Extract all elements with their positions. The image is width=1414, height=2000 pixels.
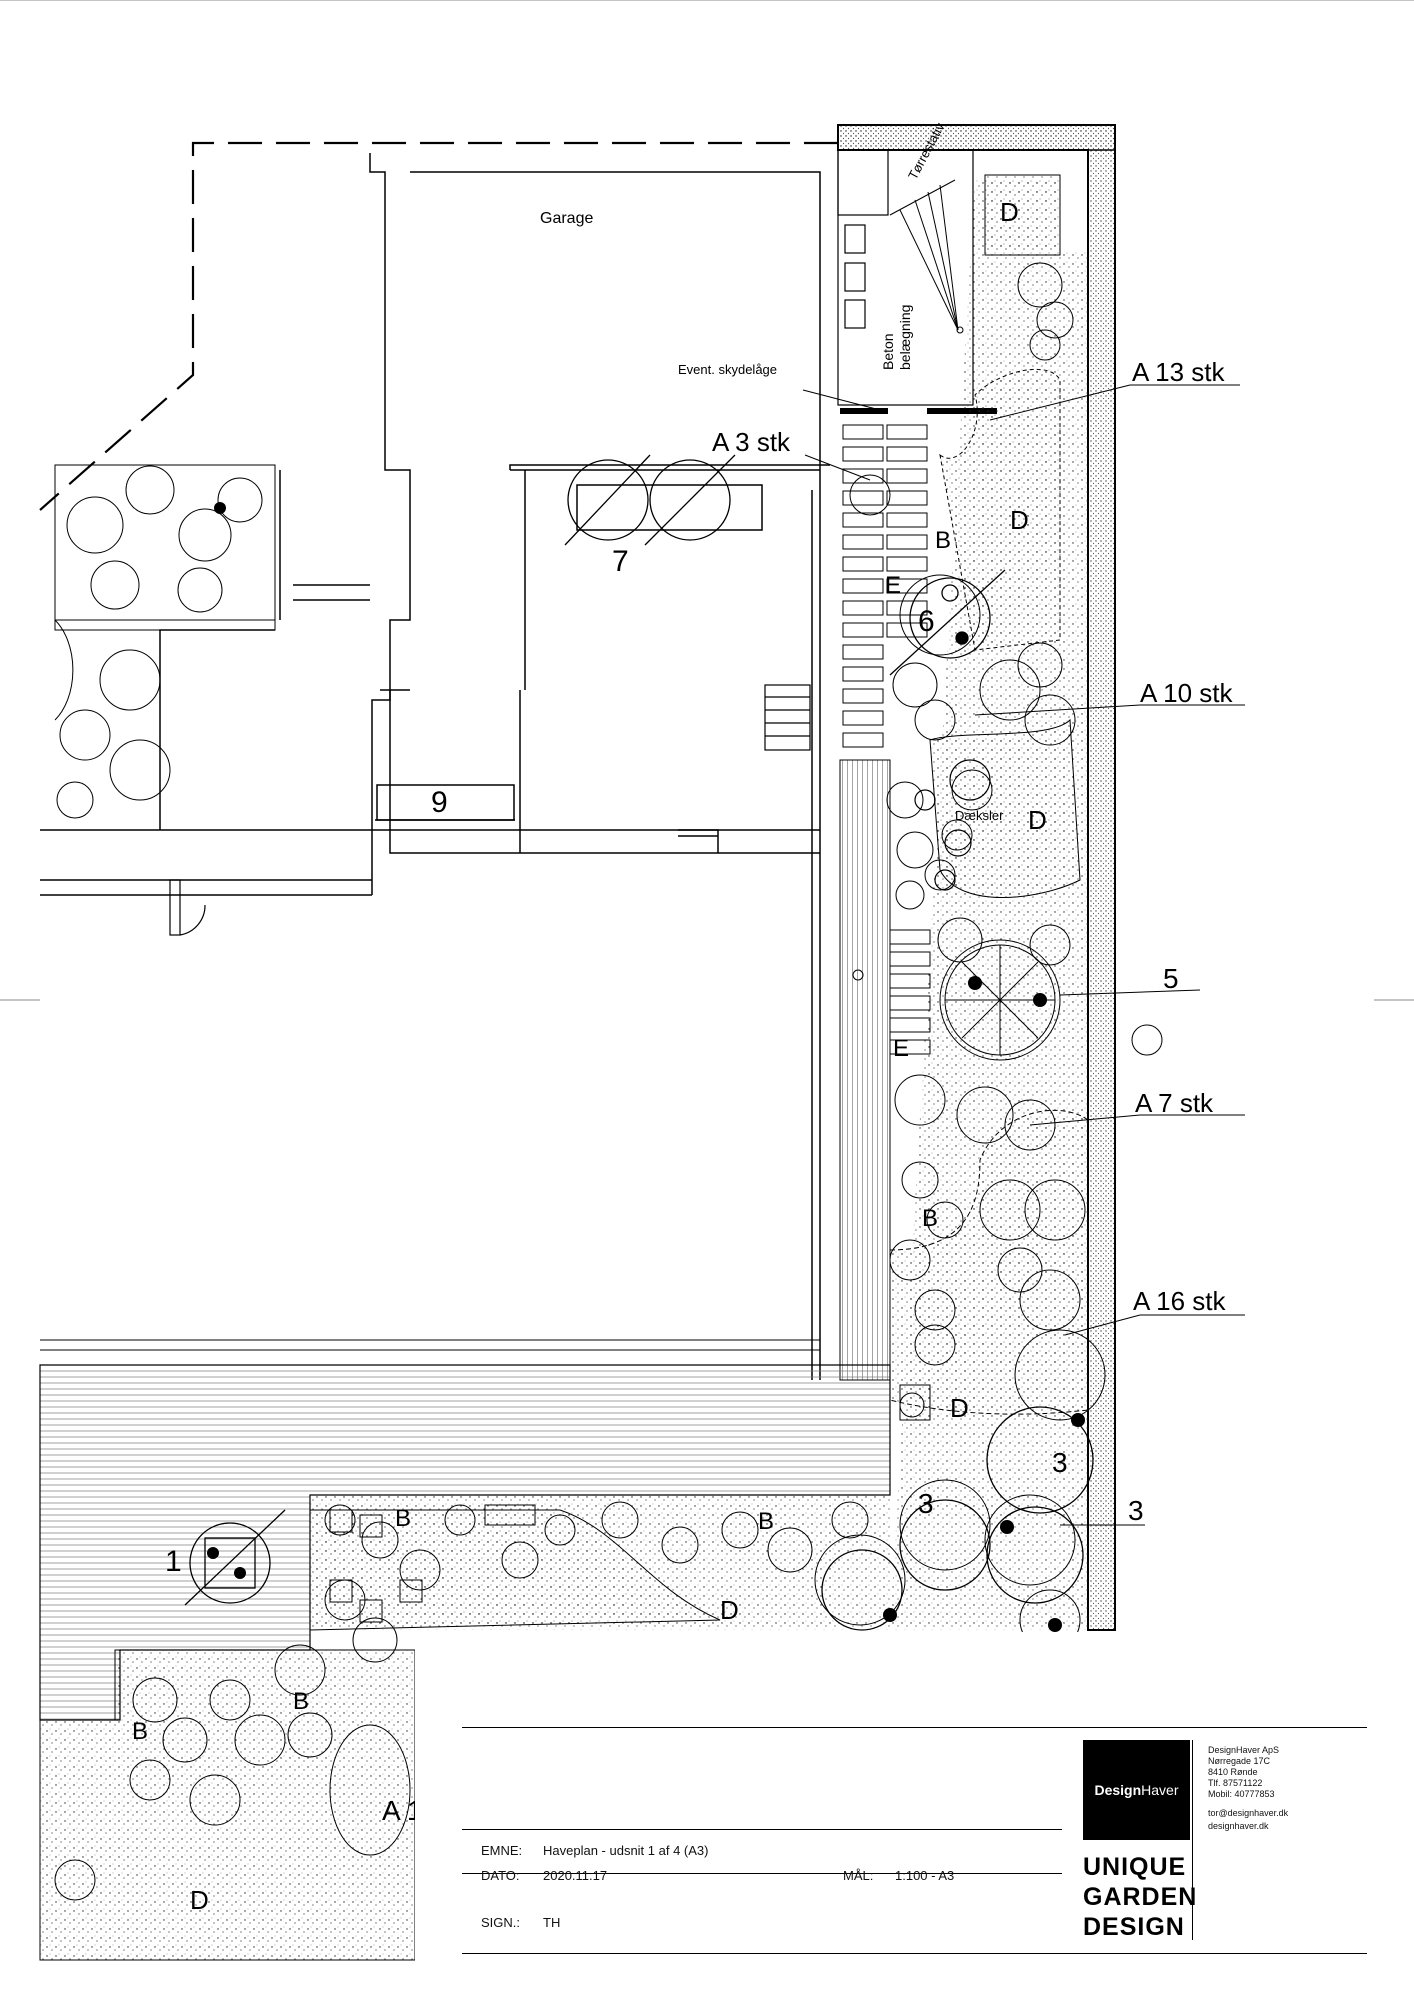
- callout-a-13: A 13 stk: [1132, 357, 1225, 387]
- shrub-cluster-left: [54, 465, 263, 819]
- callout-3-c: 3: [918, 1488, 934, 1519]
- emne-value: Haveplan - udsnit 1 af 4 (A3): [543, 1843, 709, 1858]
- garage-label: Garage: [540, 210, 594, 227]
- planter-9: [376, 784, 515, 821]
- callout-a-10: A 10 stk: [1140, 678, 1233, 708]
- callout-3-a: 3: [1052, 1447, 1068, 1478]
- tree-1: [184, 1509, 286, 1606]
- motto-line: UNIQUE: [1083, 1853, 1187, 1881]
- drying-rack: [889, 179, 964, 334]
- planter-7: [576, 484, 763, 531]
- address-line: Mobil: 40777853: [1208, 1789, 1275, 1799]
- dato-value: 2020.11.17: [543, 1868, 608, 1883]
- address-line: 8410 Rønde: [1208, 1767, 1258, 1777]
- number-7: 7: [612, 545, 629, 578]
- zone-e: E: [885, 572, 902, 599]
- company-web[interactable]: designhaver.dk: [1208, 1821, 1269, 1831]
- company-email[interactable]: tor@designhaver.dk: [1208, 1808, 1289, 1818]
- zone-b: B: [935, 527, 952, 554]
- sign-value: TH: [543, 1915, 561, 1930]
- title-block-rule: [462, 1873, 1062, 1874]
- title-block-rule: [462, 1727, 1367, 1728]
- zone-b: B: [922, 1205, 939, 1232]
- property-boundary: [39, 141, 838, 511]
- number-6: 6: [918, 605, 935, 638]
- address-line: DesignHaver ApS: [1208, 1745, 1280, 1755]
- door: [169, 879, 206, 936]
- zone-b: B: [395, 1505, 412, 1532]
- title-block-rule: [462, 1953, 1367, 1954]
- planting-beds: [39, 174, 1089, 1961]
- zone-d: D: [720, 1595, 739, 1625]
- sliding-gate-left: [840, 408, 888, 414]
- number-9: 9: [431, 786, 448, 819]
- callout-5: 5: [1163, 963, 1179, 994]
- maal-value: 1:100 - A3: [895, 1868, 955, 1883]
- zone-b: B: [758, 1508, 775, 1535]
- dato-label: DATO:: [481, 1868, 520, 1883]
- zone-e: E: [893, 1035, 910, 1062]
- concrete-label-line1: Beton: [880, 333, 896, 370]
- side-deck: [839, 759, 891, 1381]
- sign-label: SIGN.:: [481, 1915, 521, 1930]
- address-line: Nørregade 17C: [1208, 1756, 1271, 1766]
- covers: [914, 759, 991, 891]
- zone-d: D: [1000, 197, 1019, 227]
- title-block-rule: [462, 1829, 1062, 1830]
- address-line: Tlf. 87571122: [1208, 1778, 1263, 1788]
- leader-lines: [802, 384, 1245, 1526]
- title-block-rule: [1192, 1740, 1193, 1940]
- cover-label: Dæksler: [955, 808, 1004, 823]
- motto-line: GARDEN: [1083, 1883, 1198, 1911]
- steps: [764, 684, 811, 751]
- motto-line: DESIGN: [1083, 1913, 1185, 1941]
- concrete-label-line2: belægning: [897, 304, 913, 370]
- emne-label: EMNE:: [481, 1843, 523, 1858]
- logo-regular: Haver: [1141, 1782, 1179, 1798]
- maal-label: MÅL:: [843, 1868, 874, 1883]
- title-block-area: [415, 1632, 1414, 2000]
- zone-b: B: [132, 1718, 149, 1745]
- sliding-gate-label: Event. skydelåge: [678, 362, 778, 377]
- stepping-stones: [329, 1384, 931, 1623]
- zone-d: D: [1010, 505, 1029, 535]
- number-1: 1: [165, 1545, 182, 1578]
- planter-7-trees: [564, 454, 736, 546]
- callout-a-7: A 7 stk: [1135, 1088, 1214, 1118]
- plant-symbols: [54, 262, 1163, 1901]
- tree-6: [889, 569, 1006, 676]
- callout-3-b: 3: [1128, 1495, 1144, 1526]
- tree-3-group: [821, 1406, 1094, 1631]
- callout-a-3: A 3 stk: [712, 427, 791, 457]
- sheet-border: [0, 0, 1414, 1001]
- zone-d: D: [1028, 805, 1047, 835]
- callout-a-16: A 16 stk: [1133, 1286, 1226, 1316]
- concrete-label: Beton belægning: [880, 305, 914, 370]
- zone-d: D: [190, 1885, 209, 1915]
- building-outline: [40, 153, 830, 1380]
- tree-5: [944, 944, 1056, 1056]
- logo-bold: Design: [1094, 1782, 1142, 1798]
- zone-b: B: [293, 1688, 310, 1715]
- zone-d: D: [950, 1393, 969, 1423]
- company-address: DesignHaver ApS Nørregade 17C 8410 Rønde…: [1208, 1745, 1279, 1800]
